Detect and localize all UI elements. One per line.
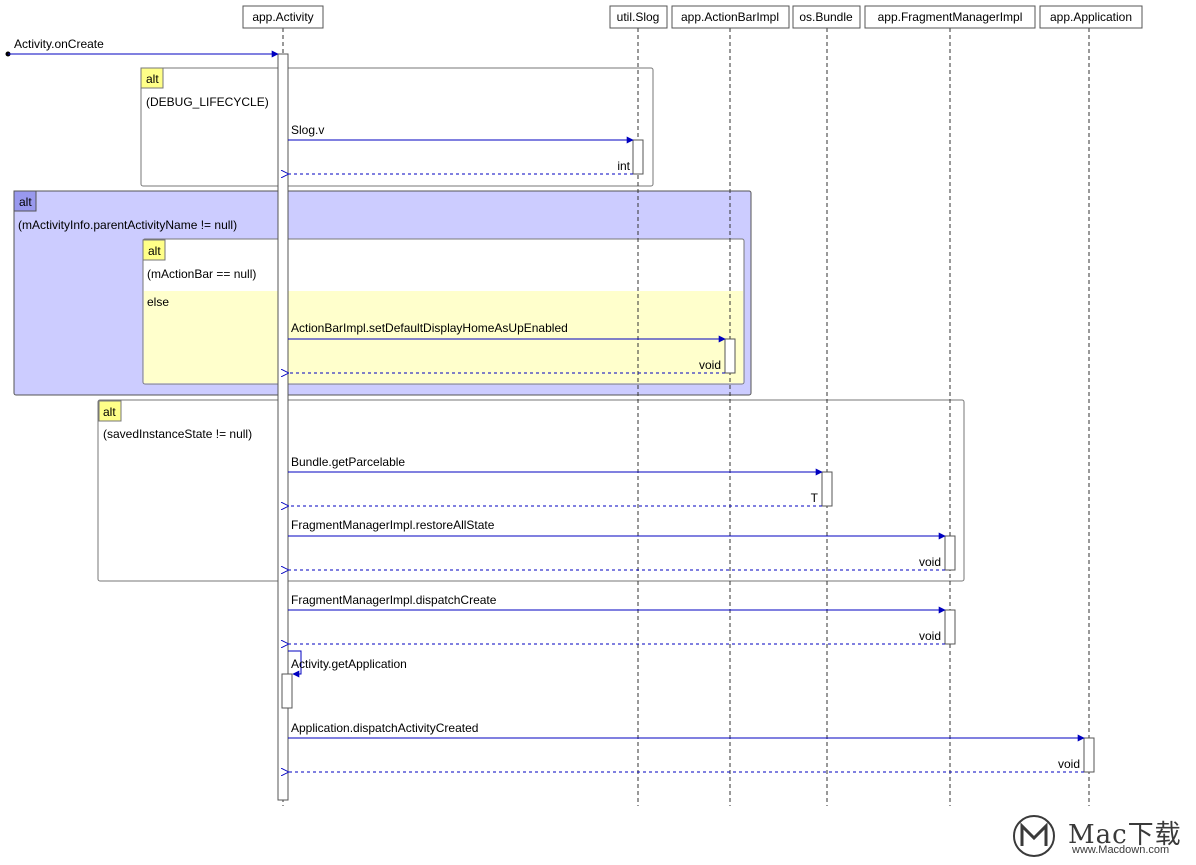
message-m7: Application.dispatchActivityCreated void <box>288 721 1085 772</box>
activation-bundle <box>821 471 833 507</box>
message-m7-label: Application.dispatchActivityCreated <box>291 721 478 735</box>
message-m4-reply: void <box>919 555 941 569</box>
message-m2: ActionBarImpl.setDefaultDisplayHomeAsUpE… <box>288 321 726 373</box>
entry-message-label: Activity.onCreate <box>14 37 104 51</box>
watermark-brand: Mac下载 <box>1068 820 1182 850</box>
fragment-alt1-tag-text: alt <box>146 72 159 86</box>
lifeline-actionbar-label: app.ActionBarImpl <box>681 10 779 24</box>
fragment-alt1 <box>140 67 654 187</box>
lifeline-fragment-label: app.FragmentManagerImpl <box>878 10 1023 24</box>
lifeline-slog-head: util.Slog <box>609 5 668 29</box>
lifeline-bundle-head: os.Bundle <box>792 5 861 29</box>
message-m5-reply: void <box>919 629 941 643</box>
fragment-alt2-tag-text: alt <box>19 195 32 209</box>
entry-message: Activity.onCreate <box>5 37 279 58</box>
message-m5-label: FragmentManagerImpl.dispatchCreate <box>291 593 497 607</box>
fragment-alt2-guard: (mActivityInfo.parentActivityName != nul… <box>18 218 237 232</box>
fragment-alt2-tag: alt <box>13 190 37 212</box>
fragment-alt3-tag-text: alt <box>148 244 161 258</box>
lifeline-fragment-head: app.FragmentManagerImpl <box>864 5 1036 29</box>
message-m1-label: Slog.v <box>291 123 324 137</box>
message-m1: Slog.v int <box>288 123 634 174</box>
lifeline-activity-head: app.Activity <box>242 5 324 29</box>
activation-application <box>1083 737 1095 773</box>
lifeline-application-head: app.Application <box>1039 5 1143 29</box>
fragment-alt3-guard: (mActionBar == null) <box>147 267 256 281</box>
macdown-logo-icon <box>1013 815 1055 857</box>
activation-slog <box>632 139 644 175</box>
message-m4-label: FragmentManagerImpl.restoreAllState <box>291 518 495 532</box>
fragment-alt4-tag: alt <box>98 400 122 422</box>
lifeline-actionbar-head: app.ActionBarImpl <box>671 5 790 29</box>
message-m3-label: Bundle.getParcelable <box>291 455 405 469</box>
message-m2-label: ActionBarImpl.setDefaultDisplayHomeAsUpE… <box>291 321 568 335</box>
activation-activity-main <box>277 53 289 801</box>
fragment-alt3-tag: alt <box>142 239 166 261</box>
fragment-alt4-tag-text: alt <box>103 405 116 419</box>
activation-activity-self <box>281 673 293 709</box>
message-m6-self: Activity.getApplication <box>288 650 407 678</box>
lifeline-bundle-label: os.Bundle <box>799 10 853 24</box>
message-m4: FragmentManagerImpl.restoreAllState void <box>288 518 946 570</box>
message-m7-reply: void <box>1058 757 1080 771</box>
watermark: Mac下载 www.Macdown.com <box>1010 812 1190 860</box>
activation-fragment-restore <box>944 535 956 571</box>
fragment-alt3-else-area <box>144 291 743 383</box>
fragment-alt4-guard: (savedInstanceState != null) <box>103 427 252 441</box>
message-m6-label: Activity.getApplication <box>291 657 407 671</box>
message-m3-reply: T <box>811 491 819 505</box>
activation-fragment-dispatch <box>944 609 956 645</box>
lifeline-application-label: app.Application <box>1050 10 1132 24</box>
lifeline-slog-label: util.Slog <box>617 10 660 24</box>
fragment-alt1-tag: alt <box>140 67 164 89</box>
message-m2-reply: void <box>699 358 721 372</box>
lifeline-activity-label: app.Activity <box>252 10 313 24</box>
watermark-site: www.Macdown.com <box>1072 844 1170 856</box>
activation-actionbar <box>724 338 736 374</box>
message-m3: Bundle.getParcelable T <box>288 455 823 506</box>
fragment-alt3-else: else <box>147 295 169 309</box>
message-m1-reply: int <box>617 159 630 173</box>
message-m5: FragmentManagerImpl.dispatchCreate void <box>288 593 946 644</box>
fragment-alt1-guard: (DEBUG_LIFECYCLE) <box>146 95 269 109</box>
